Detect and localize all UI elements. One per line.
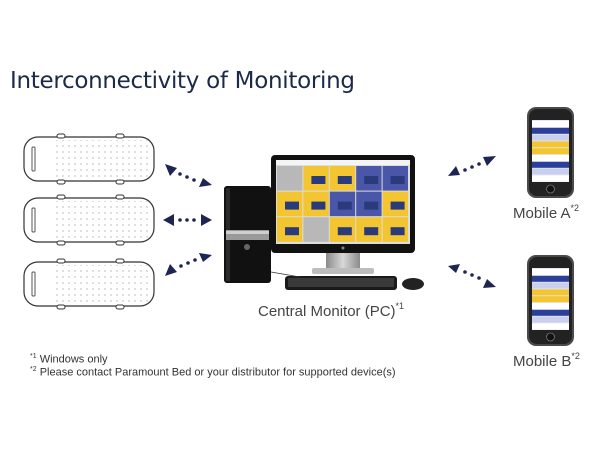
phone-list-row [532,127,569,134]
arrow-pc-mobile-a [448,156,496,176]
monitor-tile-icon [390,227,405,236]
phone-list-row [532,309,569,316]
phone-list-row [532,141,569,148]
phone-list-row [532,289,569,296]
monitor-tile [277,166,303,191]
central-monitor [271,155,415,274]
mobile-a-phone [527,107,574,198]
phone-list-row [532,175,569,182]
mouse [402,278,424,290]
monitor-tile-icon [337,201,352,210]
phone-list-row [532,275,569,282]
keyboard-cable [270,271,301,278]
phone-list-row [532,316,569,323]
monitor-tile-grid [277,166,408,242]
phone-list-row [532,121,569,127]
phone-list-row [532,161,569,168]
bed-sensor-3 [23,258,155,310]
monitor-tile-icon [311,201,326,210]
pc-tower [224,186,271,283]
mobile-b-label: Mobile B*2 [513,351,580,370]
mobile-b-phone [527,255,574,346]
central-monitor-label-text: Central Monitor (PC) [258,303,396,320]
footnote-mark: *2 [30,366,37,373]
footnote-mark: *2 [571,351,580,361]
phone-list-row [532,296,569,303]
phone-list-row [532,303,569,309]
monitor-tile-icon [337,227,352,236]
phone-list-row [532,323,569,330]
arrow-sensor1-pc [165,164,212,187]
phone-list-row [532,134,569,141]
phone-list-row [532,148,569,155]
keyboard [285,276,397,290]
footnote-mark: *1 [395,301,405,311]
mobile-a-label-text: Mobile A [513,205,571,222]
footnote-mark: *1 [30,353,37,360]
arrow-sensor2-pc [163,214,212,226]
footnote-text: Windows only [39,353,108,366]
monitor-tile-icon [390,201,405,210]
monitor-tile-icon [390,176,405,184]
monitor-tile [303,217,329,242]
phone-list-row [532,168,569,175]
monitor-tile-icon [364,227,379,236]
central-monitor-label: Central Monitor (PC)*1 [258,301,405,320]
arrow-sensor3-pc [165,253,212,276]
monitor-tile-icon [364,176,379,184]
phone-list-row [532,155,569,161]
footnote-1: *1 Windows only [30,353,108,366]
monitor-tile-icon [364,201,379,210]
footnote-mark: *2 [570,203,580,213]
monitor-tile-icon [285,201,299,210]
page-title: Interconnectivity of Monitoring [10,68,355,94]
arrow-pc-mobile-b [448,264,496,288]
phone-list-row [532,282,569,289]
monitor-tile-icon [285,227,299,236]
monitor-tile-icon [337,176,352,184]
bed-sensor-2 [23,194,155,246]
mobile-a-label: Mobile A*2 [513,203,580,222]
monitor-tile-icon [311,176,326,184]
footnote-text: Please contact Paramount Bed or your dis… [39,366,396,379]
bed-sensor-1 [23,133,155,185]
footnote-2: *2 Please contact Paramount Bed or your … [30,366,396,379]
mobile-b-label-text: Mobile B [513,353,572,370]
phone-list-row [532,269,569,275]
